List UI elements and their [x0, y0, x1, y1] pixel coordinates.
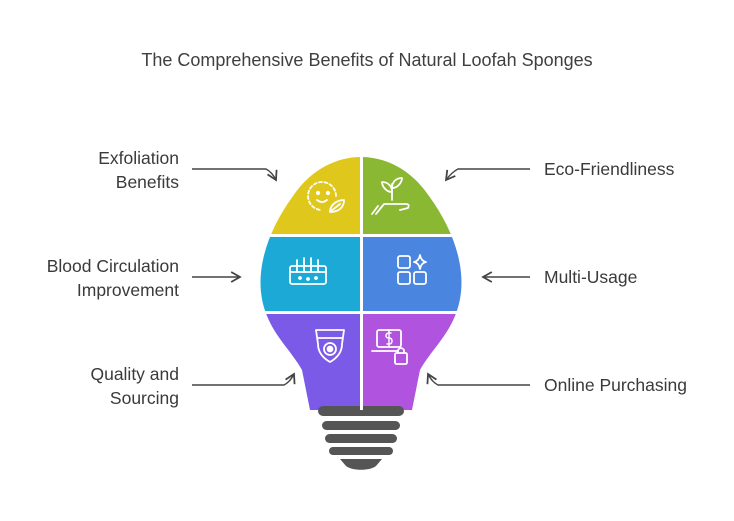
bulb-base	[318, 406, 404, 470]
label-online-purchasing: Online Purchasing	[544, 373, 687, 397]
label-line: Improvement	[76, 280, 179, 300]
label-line: Quality and	[90, 364, 179, 384]
label-line: Benefits	[115, 172, 179, 192]
label-blood-circulation: Blood Circulation Improvement	[47, 254, 179, 302]
segment-exfoliation	[260, 157, 360, 234]
plant-hand-icon	[371, 177, 410, 215]
diagram-title: The Comprehensive Benefits of Natural Lo…	[141, 50, 593, 70]
segment-multi-usage	[363, 237, 462, 311]
label-eco-friendliness: Eco-Friendliness	[544, 157, 674, 181]
label-line: Sourcing	[109, 388, 179, 408]
arrow-quality	[192, 372, 296, 386]
label-exfoliation-benefits: Exfoliation Benefits	[98, 146, 179, 194]
label-line: Multi-Usage	[544, 267, 638, 287]
face-leaf-icon	[307, 181, 345, 213]
label-line: Blood Circulation	[46, 256, 179, 276]
connector-arrows	[192, 168, 530, 386]
apps-grid-icon	[397, 254, 427, 285]
arrow-exfoliation	[192, 168, 278, 182]
segment-blood-circulation	[260, 237, 360, 311]
skin-layers-icon	[289, 257, 327, 285]
segment-online	[363, 314, 462, 410]
segment-quality	[260, 314, 360, 410]
segment-dividers	[260, 157, 462, 410]
label-quality-sourcing: Quality and Sourcing	[90, 362, 179, 410]
quality-badge-icon	[315, 329, 345, 363]
label-multi-usage: Multi-Usage	[544, 265, 637, 289]
arrow-eco	[444, 168, 530, 182]
laptop-shopping-icon	[371, 329, 408, 365]
arrow-online	[426, 372, 530, 386]
label-line: Online Purchasing	[544, 375, 687, 395]
segment-eco	[363, 157, 462, 234]
label-line: Exfoliation	[98, 148, 179, 168]
label-line: Eco-Friendliness	[544, 159, 675, 179]
